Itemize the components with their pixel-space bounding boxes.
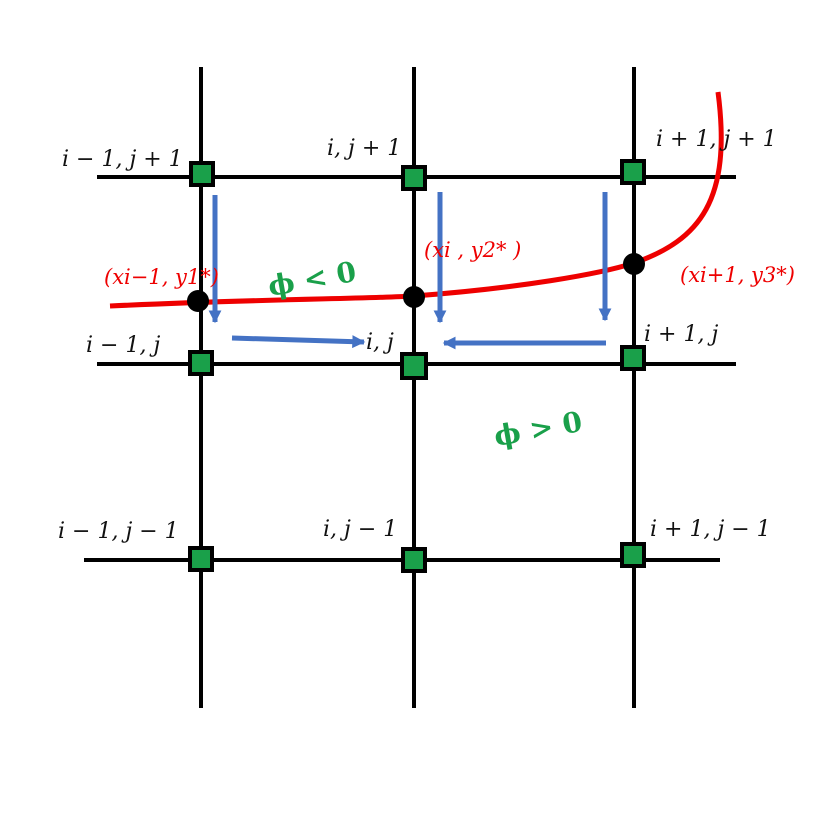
- grid-node-bot-mid: [401, 547, 427, 573]
- interface-curve: [109, 91, 724, 309]
- grid-node-mid-right: [620, 345, 646, 371]
- grid-node-mid-left: [188, 350, 214, 376]
- label-node-mid-right: i + 1, j: [644, 322, 718, 347]
- grid-node-top-mid: [401, 165, 427, 191]
- label-node-top-mid: i, j + 1: [327, 136, 401, 161]
- label-interface-point-1: (xi−1, y1*): [104, 265, 219, 289]
- interface-point-3: [623, 253, 645, 275]
- grid-node-top-right: [620, 159, 646, 185]
- label-node-bot-left: i − 1, j − 1: [58, 519, 179, 544]
- grid-node-top-left: [189, 161, 215, 187]
- label-phi-negative: ϕ < 0: [265, 255, 358, 303]
- interface-point-2: [403, 286, 425, 308]
- label-interface-point-2: (xi , y2* ): [424, 238, 521, 262]
- grid-node-bot-left: [188, 546, 214, 572]
- label-node-top-right: i + 1, j + 1: [656, 127, 777, 152]
- label-node-mid-left: i − 1, j: [86, 333, 160, 358]
- label-node-bot-right: i + 1, j − 1: [650, 517, 771, 542]
- label-phi-positive: ϕ > 0: [491, 405, 584, 453]
- label-node-mid-mid: i, j: [366, 330, 394, 355]
- label-interface-point-3: (xi+1, y3*): [680, 263, 795, 287]
- grid-node-bot-right: [620, 542, 646, 568]
- label-node-bot-mid: i, j − 1: [323, 517, 397, 542]
- label-node-top-left: i − 1, j + 1: [62, 147, 183, 172]
- grid-node-mid-mid: [400, 352, 428, 380]
- interface-point-1: [187, 290, 209, 312]
- arrow-right-to-center: [231, 335, 366, 349]
